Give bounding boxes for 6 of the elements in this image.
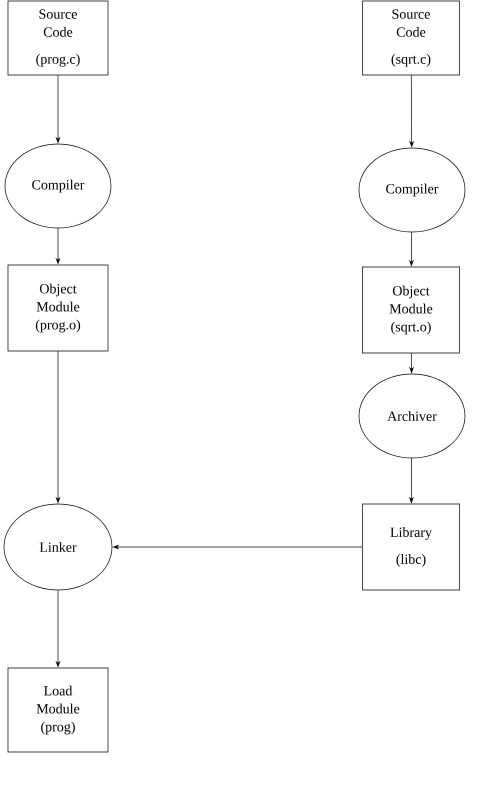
process-box: Load Module (prog)	[8, 668, 108, 752]
process-box: Source Code (sqrt.c)	[362, 0, 460, 76]
process-box: Library (libc)	[362, 504, 460, 590]
process-box: Source Code (prog.c)	[8, 0, 108, 76]
process-box: Object Module (prog.o)	[8, 264, 108, 352]
process-box: Object Module (sqrt.o)	[362, 266, 460, 354]
